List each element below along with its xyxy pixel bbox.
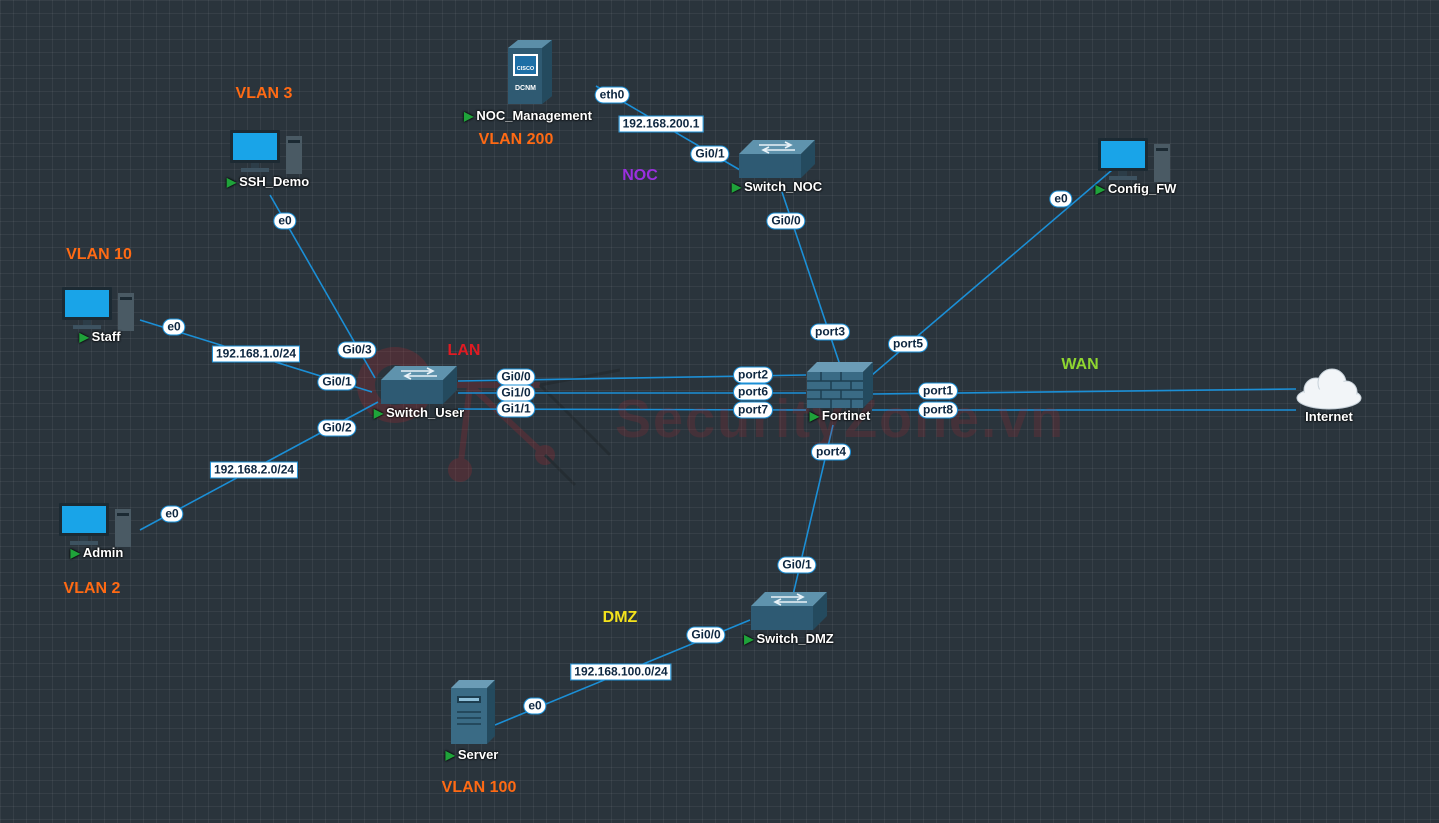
network-label: 192.168.200.1 <box>618 115 704 133</box>
running-indicator-icon: ▶ <box>445 748 455 762</box>
zone-label-vlan100: VLAN 100 <box>441 779 517 796</box>
port-label[interactable]: port2 <box>733 366 773 384</box>
running-indicator-icon: ▶ <box>464 109 474 123</box>
desktop-pc-icon <box>1098 138 1170 182</box>
network-label: 192.168.1.0/24 <box>211 345 301 363</box>
zone-label-lan: LAN <box>447 342 481 359</box>
running-indicator-icon: ▶ <box>373 406 384 420</box>
desktop-pc-icon <box>230 130 302 174</box>
node-label: ▶NOC_Management <box>464 108 592 123</box>
running-indicator-icon: ▶ <box>731 180 742 194</box>
zone-label-dmz: DMZ <box>602 609 638 626</box>
node-label: ▶Switch_DMZ <box>744 631 834 646</box>
node-label: ▶Switch_User <box>373 405 465 420</box>
node-label: ▶Admin <box>70 545 124 560</box>
port-label[interactable]: port6 <box>733 383 773 401</box>
port-label[interactable]: Gi0/3 <box>337 341 377 359</box>
svg-text:DCNM: DCNM <box>515 85 536 92</box>
node-label: ▶Staff <box>79 329 121 344</box>
desktop-pc-icon <box>62 287 134 331</box>
zone-label-vlan200: VLAN 200 <box>478 131 554 148</box>
node-label: Internet <box>1305 409 1353 424</box>
port-label[interactable]: Gi0/1 <box>777 556 817 574</box>
cloud-icon <box>1296 368 1362 410</box>
network-label: 192.168.2.0/24 <box>209 461 299 479</box>
port-label[interactable]: Gi1/1 <box>496 400 536 418</box>
node-label: ▶Server <box>445 747 499 762</box>
zone-label-noc: NOC <box>622 167 658 184</box>
switch-icon <box>381 366 457 404</box>
port-label[interactable]: e0 <box>273 212 297 230</box>
port-label[interactable]: e0 <box>1049 190 1073 208</box>
port-label[interactable]: Gi0/0 <box>496 368 536 386</box>
zone-label-vlan10: VLAN 10 <box>66 246 132 263</box>
firewall-icon <box>807 362 873 408</box>
zone-label-vlan3: VLAN 3 <box>235 85 293 102</box>
switch-icon <box>751 592 827 630</box>
port-label[interactable]: Gi0/0 <box>686 626 726 644</box>
port-label[interactable]: port5 <box>888 335 928 353</box>
port-label[interactable]: port3 <box>810 323 850 341</box>
port-label[interactable]: eth0 <box>594 86 630 104</box>
node-label: ▶Switch_NOC <box>731 179 823 194</box>
running-indicator-icon: ▶ <box>809 409 819 423</box>
port-label[interactable]: port4 <box>811 443 851 461</box>
running-indicator-icon: ▶ <box>79 330 89 344</box>
port-label[interactable]: Gi0/0 <box>766 212 806 230</box>
running-indicator-icon: ▶ <box>1095 182 1105 196</box>
svg-text:CISCO: CISCO <box>517 66 535 72</box>
port-label[interactable]: Gi1/0 <box>496 384 536 402</box>
node-label: ▶Config_FW <box>1095 181 1177 196</box>
zone-label-wan: WAN <box>1061 356 1099 373</box>
port-label[interactable]: Gi0/1 <box>690 145 730 163</box>
running-indicator-icon: ▶ <box>70 546 80 560</box>
port-label[interactable]: e0 <box>523 697 547 715</box>
port-label[interactable]: e0 <box>160 505 184 523</box>
network-label: 192.168.100.0/24 <box>570 663 672 681</box>
node-label: ▶Fortinet <box>809 408 871 423</box>
running-indicator-icon: ▶ <box>226 175 237 189</box>
port-label[interactable]: port8 <box>918 401 958 419</box>
tower-server-icon <box>451 680 495 744</box>
port-label[interactable]: port7 <box>733 401 773 419</box>
node-label: ▶SSH_Demo <box>226 174 310 189</box>
dcnm-server-icon: CISCO DCNM <box>508 40 552 104</box>
port-label[interactable]: Gi0/2 <box>317 419 357 437</box>
port-label[interactable]: port1 <box>918 382 958 400</box>
port-label[interactable]: e0 <box>162 318 186 336</box>
running-indicator-icon: ▶ <box>744 632 754 646</box>
desktop-pc-icon <box>59 503 131 547</box>
switch-icon <box>739 140 815 178</box>
zone-label-vlan2: VLAN 2 <box>63 580 121 597</box>
port-label[interactable]: Gi0/1 <box>317 373 357 391</box>
